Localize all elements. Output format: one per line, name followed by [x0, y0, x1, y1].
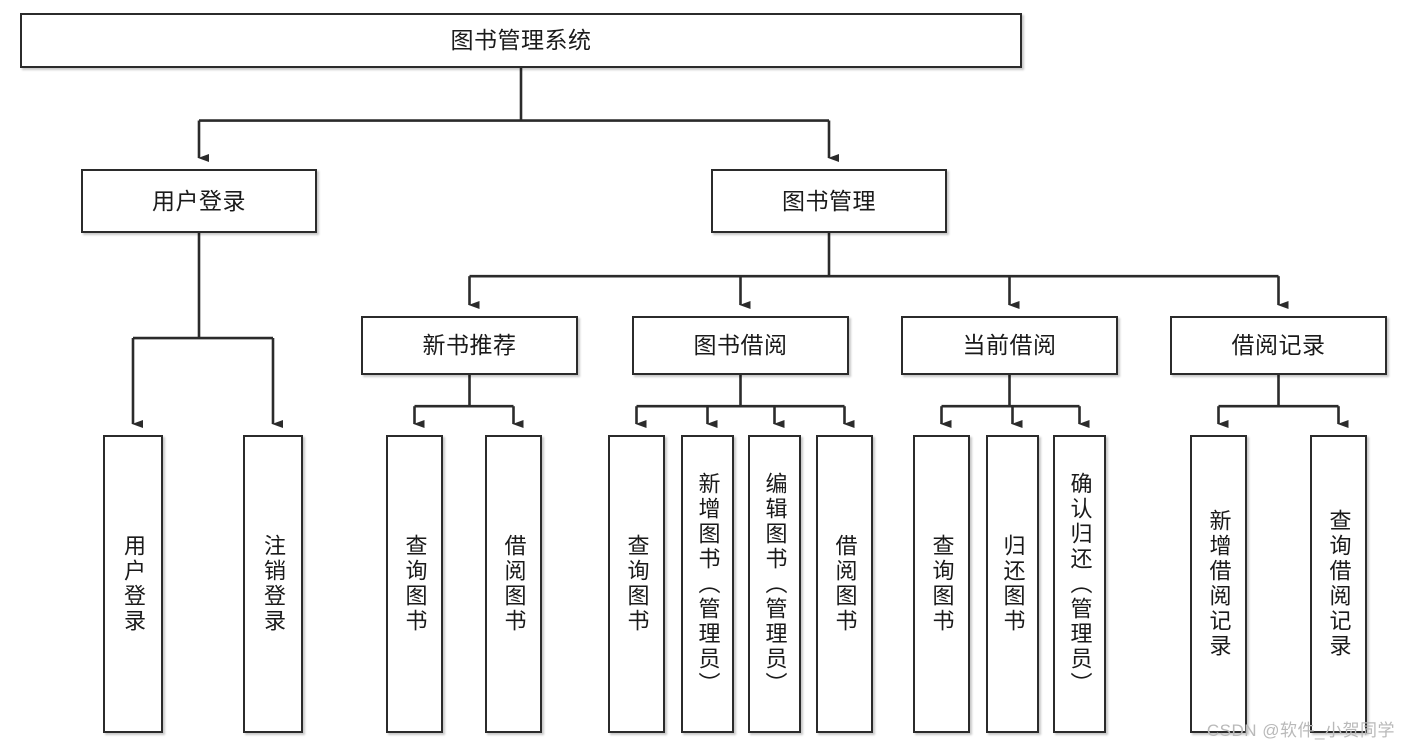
node-label: 归还图书	[1000, 534, 1026, 634]
node-leaf-query-borrow-record[interactable]: 查询借阅记录	[1310, 435, 1367, 733]
node-label: 图书借阅	[693, 332, 788, 359]
node-label: 用户登录	[152, 187, 246, 214]
node-label: 图书管理系统	[450, 27, 592, 54]
node-label: 查询图书	[929, 534, 955, 634]
node-leaf-query-book-1[interactable]: 查询图书	[386, 435, 443, 733]
node-label: 新增图书（管理员）	[695, 471, 721, 697]
node-label: 借阅记录	[1231, 332, 1326, 359]
node-leaf-add-book-admin[interactable]: 新增图书（管理员）	[681, 435, 734, 733]
node-root-book-management-system[interactable]: 图书管理系统	[20, 13, 1022, 68]
node-label: 新书推荐	[422, 332, 517, 359]
node-leaf-borrow-book-2[interactable]: 借阅图书	[816, 435, 873, 733]
node-label: 借阅图书	[501, 534, 527, 634]
node-label: 查询借阅记录	[1326, 509, 1352, 659]
node-leaf-return-book[interactable]: 归还图书	[986, 435, 1039, 733]
node-current-borrowing[interactable]: 当前借阅	[901, 316, 1118, 375]
node-book-management[interactable]: 图书管理	[711, 169, 947, 233]
node-user-login[interactable]: 用户登录	[81, 169, 317, 233]
node-book-borrowing[interactable]: 图书借阅	[632, 316, 849, 375]
node-label: 确认归还（管理员）	[1067, 471, 1093, 697]
node-leaf-confirm-return-admin[interactable]: 确认归还（管理员）	[1053, 435, 1106, 733]
node-label: 新增借阅记录	[1206, 509, 1232, 659]
node-leaf-query-book-2[interactable]: 查询图书	[608, 435, 665, 733]
node-borrowing-record[interactable]: 借阅记录	[1170, 316, 1387, 375]
node-label: 图书管理	[782, 187, 876, 214]
node-label: 查询图书	[624, 534, 650, 634]
node-leaf-add-borrow-record[interactable]: 新增借阅记录	[1190, 435, 1247, 733]
node-new-book-recommendation[interactable]: 新书推荐	[361, 316, 578, 375]
node-label: 借阅图书	[832, 534, 858, 634]
node-leaf-edit-book-admin[interactable]: 编辑图书（管理员）	[748, 435, 801, 733]
node-label: 用户登录	[121, 534, 146, 634]
node-leaf-query-book-3[interactable]: 查询图书	[913, 435, 970, 733]
node-leaf-logout[interactable]: 注销登录	[243, 435, 303, 733]
node-label: 查询图书	[402, 534, 428, 634]
node-leaf-borrow-book-1[interactable]: 借阅图书	[485, 435, 542, 733]
node-leaf-user-login[interactable]: 用户登录	[103, 435, 163, 733]
node-label: 注销登录	[261, 534, 286, 634]
node-label: 当前借阅	[962, 332, 1057, 359]
node-label: 编辑图书（管理员）	[762, 471, 788, 697]
